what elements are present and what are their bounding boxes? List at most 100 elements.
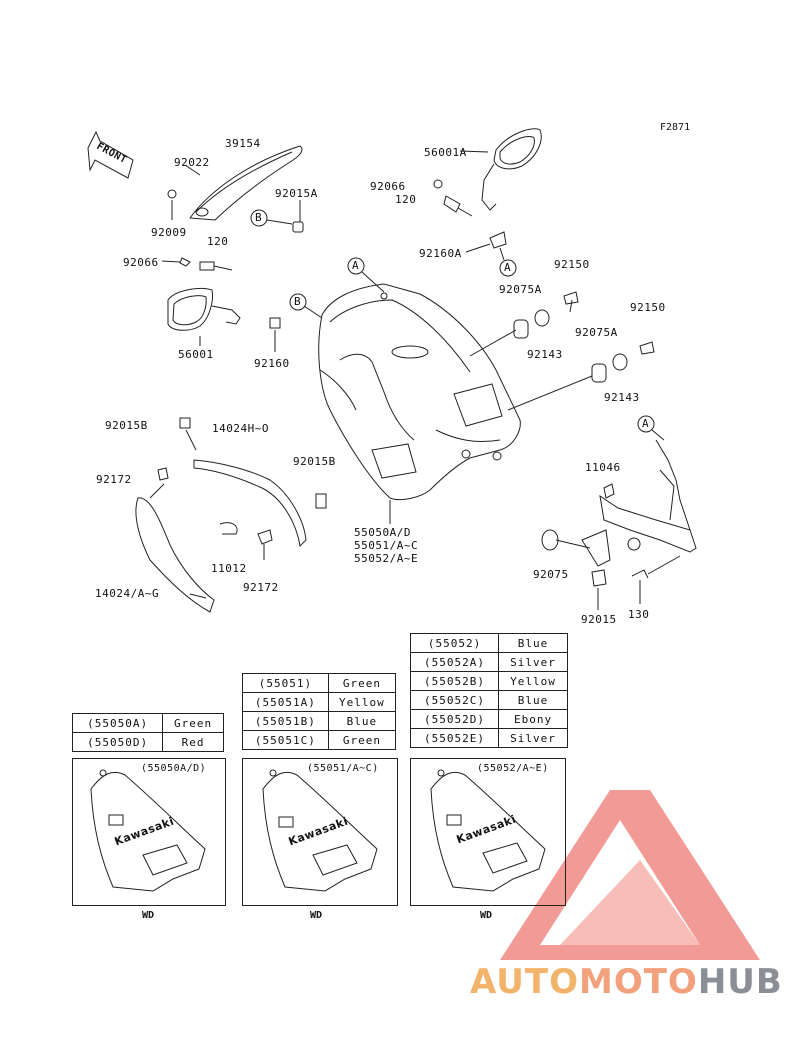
part-code: (55050A)	[71, 713, 164, 733]
part-label-p92015: 92015	[581, 613, 617, 626]
part-label-p14024H: 14024H~O	[212, 422, 269, 435]
part-code: (55052C)	[409, 690, 500, 710]
part-label-p92022: 92022	[174, 156, 210, 169]
part-label-p39154: 39154	[225, 137, 261, 150]
part-label-p130: 130	[628, 608, 650, 621]
part-label-p55052: 55052/A~E	[354, 552, 419, 565]
color-row: (55052E)Silver	[409, 728, 568, 748]
callout-b: B	[255, 211, 263, 224]
color-name: Silver	[498, 728, 568, 748]
part-code: (55051)	[242, 673, 329, 693]
part-label-p55050: 55050A/D	[354, 526, 411, 539]
color-row: (55052C)Blue	[409, 690, 568, 710]
color-row: (55051A)Yellow	[242, 692, 397, 712]
cowl-variant-drawing	[90, 769, 206, 892]
color-row: (55052B)Yellow	[409, 671, 568, 691]
windscreen-part	[189, 145, 303, 221]
color-row: (55051C)Green	[242, 730, 397, 750]
part-label-p92160A: 92160A	[419, 247, 462, 260]
variant-title: (55051/A~C)	[307, 763, 379, 774]
watermark-hub: HUB	[697, 962, 783, 1002]
part-label-p92066_b: 92066	[370, 180, 406, 193]
part-label-p11046: 11046	[585, 461, 621, 474]
part-label-p120_a: 120	[207, 235, 229, 248]
part-label-p11012: 11012	[211, 562, 247, 575]
part-label-p92143_a: 92143	[527, 348, 563, 361]
cowl-bracket-part	[581, 439, 697, 587]
color-table-55052: (55052)Blue(55052A)Silver(55052B)Yellow(…	[409, 633, 568, 748]
part-code: (55052E)	[409, 728, 500, 748]
cowl-variant-drawing	[262, 769, 378, 892]
variant-title: (55050A/D)	[141, 763, 207, 774]
color-row: (55050D)Red	[71, 732, 224, 752]
color-name: Green	[327, 673, 397, 693]
part-code: (55052D)	[409, 709, 500, 729]
variant-caption: WD	[142, 910, 155, 921]
color-name: Yellow	[498, 671, 568, 691]
callout-a: A	[642, 417, 650, 430]
part-code: (55052)	[409, 633, 500, 653]
part-label-p92009: 92009	[151, 226, 187, 239]
callout-a: A	[504, 261, 512, 274]
color-name: Green	[162, 713, 224, 733]
upper-cowl-part	[318, 283, 521, 524]
part-label-p92075A_2: 92075A	[575, 326, 618, 339]
callout-b: B	[294, 295, 302, 308]
right-mirror-part	[493, 128, 542, 170]
part-code: (55052A)	[409, 652, 500, 672]
part-label-p92075A_1: 92075A	[499, 283, 542, 296]
watermark-triangle-icon	[500, 790, 760, 960]
figure-id: F2871	[660, 122, 691, 133]
watermark-logo: AUTOMOTOHUB	[470, 962, 783, 1002]
color-name: Yellow	[327, 692, 397, 712]
color-name: Blue	[498, 690, 568, 710]
color-row: (55052)Blue	[409, 633, 568, 653]
part-label-p92143_b: 92143	[604, 391, 640, 404]
part-code: (55051C)	[242, 730, 329, 750]
color-name: Blue	[327, 711, 397, 731]
watermark-moto: MOTO	[578, 962, 698, 1002]
part-label-p92015B_2: 92015B	[293, 455, 336, 468]
part-label-p92015B_1: 92015B	[105, 419, 148, 432]
part-label-p56001: 56001	[178, 348, 214, 361]
watermark-auto: AUTO	[470, 962, 579, 1002]
color-name: Ebony	[498, 709, 568, 729]
color-row: (55052A)Silver	[409, 652, 568, 672]
color-row: (55050A)Green	[71, 713, 224, 733]
variant-title: (55052/A~E)	[477, 763, 549, 774]
variant-box-55051: (55051/A~C) Kawasaki	[242, 758, 398, 906]
part-code: (55051A)	[242, 692, 329, 712]
variant-box-55052: (55052/A~E) Kawasaki	[410, 758, 566, 906]
part-code: (55050D)	[71, 732, 164, 752]
part-label-p92150_b: 92150	[630, 301, 666, 314]
part-label-p92160: 92160	[254, 357, 290, 370]
part-code: (55052B)	[409, 671, 500, 691]
part-label-p14024: 14024/A~G	[95, 587, 160, 600]
part-label-p56001A: 56001A	[424, 146, 467, 159]
color-row: (55051)Green	[242, 673, 397, 693]
color-table-55051: (55051)Green(55051A)Yellow(55051B)Blue(5…	[242, 673, 397, 750]
variant-caption: WD	[310, 910, 323, 921]
part-label-p92150_a: 92150	[554, 258, 590, 271]
part-label-p92172_a: 92172	[96, 473, 132, 486]
callout-a: A	[352, 259, 360, 272]
side-panel-part	[135, 497, 215, 613]
variant-box-55050: (55050A/D) Kawasaki	[72, 758, 226, 906]
part-code: (55051B)	[242, 711, 329, 731]
part-label-p55051: 55051/A~C	[354, 539, 419, 552]
cowl-variant-drawing	[430, 769, 546, 892]
part-label-p120_b: 120	[395, 193, 417, 206]
part-label-p92015A_1: 92015A	[275, 187, 318, 200]
color-row: (55052D)Ebony	[409, 709, 568, 729]
color-name: Blue	[498, 633, 568, 653]
variant-caption: WD	[480, 910, 493, 921]
color-name: Green	[327, 730, 397, 750]
left-mirror-part	[167, 287, 213, 331]
part-label-p92172_b: 92172	[243, 581, 279, 594]
color-row: (55051B)Blue	[242, 711, 397, 731]
color-name: Red	[162, 732, 224, 752]
part-label-p92075: 92075	[533, 568, 569, 581]
part-label-p92066_a: 92066	[123, 256, 159, 269]
